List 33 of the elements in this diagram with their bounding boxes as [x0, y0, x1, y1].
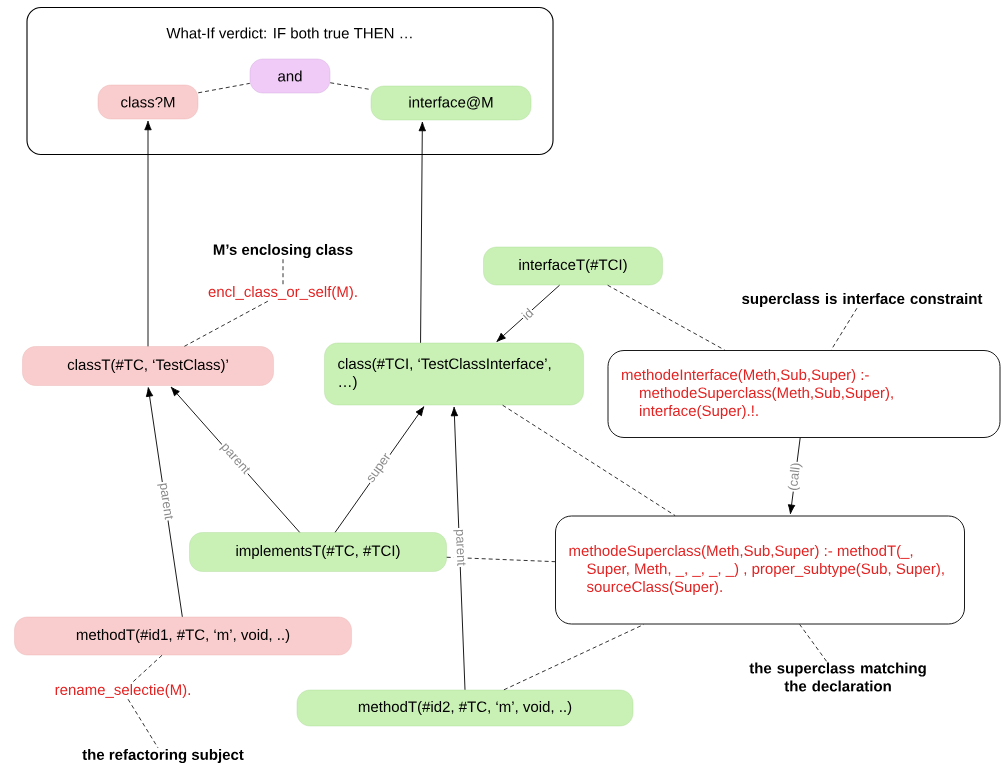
annotation-text: superclass is interface constraint [742, 293, 983, 307]
term-box: class(#TCI, ‘TestClassInterface’, …) [324, 342, 584, 406]
connector-line [131, 654, 163, 684]
term-box: methodT(#id2, #TC, ‘m’, void, ..) [296, 689, 634, 727]
term-box: interface@M [370, 85, 532, 121]
arrow [418, 121, 426, 344]
rule-text: encl_class_or_self(M). [208, 286, 357, 300]
annotation-text: the superclass matching the declaration [749, 662, 926, 692]
connector-line [502, 404, 676, 516]
connector-line [184, 300, 269, 347]
term-box: methodT(#id1, #TC, ‘m’, void, ..) [14, 616, 352, 656]
arrow [450, 406, 466, 691]
arrow [496, 284, 560, 342]
connector-line [799, 624, 827, 662]
rule-text: rename_selectie(M). [55, 684, 190, 698]
term-box: interfaceT(#TCI) [483, 246, 663, 286]
connector-line [503, 624, 645, 691]
edge-label: id [519, 305, 536, 323]
edge-label: parent [155, 481, 175, 522]
connector-line [282, 258, 284, 286]
term-box: implementsT(#TC, #TCI) [189, 532, 447, 572]
connector-line [197, 82, 251, 94]
annotation-text: the refactoring subject [82, 749, 244, 764]
term-box: class?M [97, 84, 199, 120]
arrow [144, 120, 152, 347]
connector-line [446, 556, 556, 563]
term-box: classT(#TC, ‘TestClass)’ [22, 346, 274, 386]
edge-label: (call) [786, 460, 805, 493]
annotation-text: M’s enclosing class [213, 244, 353, 259]
operator-box: and [249, 58, 331, 94]
connector-line [607, 284, 726, 351]
connector-line [127, 698, 159, 749]
edge-label: parent [452, 527, 467, 568]
